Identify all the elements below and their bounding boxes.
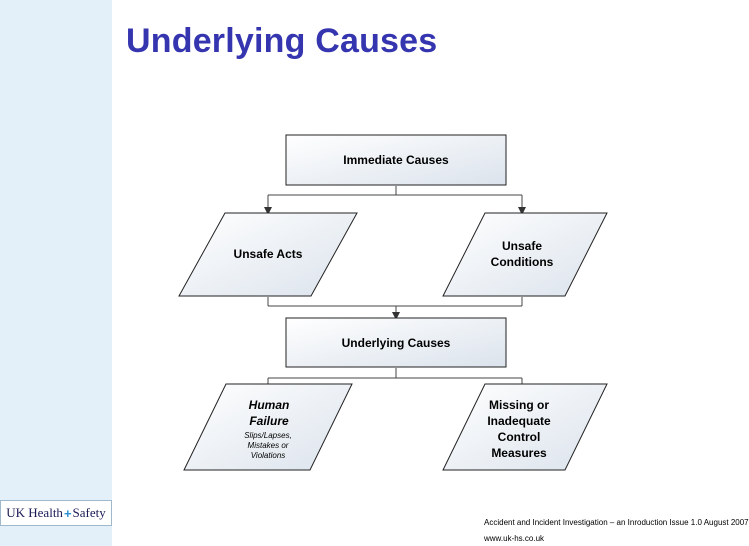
missing-controls-label-1: Missing or: [489, 398, 549, 412]
human-failure-title-2: Failure: [249, 414, 289, 428]
uk-health-safety-logo: UK Health+Safety: [0, 500, 112, 526]
missing-controls-parallelogram: [442, 383, 608, 471]
human-failure-detail-3: Violations: [251, 451, 286, 460]
logo-text-left: UK Health: [6, 505, 63, 520]
footer-website: www.uk-hs.co.uk: [484, 534, 545, 543]
underlying-causes-box: [285, 317, 507, 368]
footer-document-title: Accident and Incident Investigation – an…: [484, 518, 749, 527]
immediate-causes-box: [285, 134, 507, 186]
missing-controls-label-4: Measures: [491, 446, 547, 460]
logo-plus-icon: +: [63, 505, 72, 521]
logo-text-right: Safety: [72, 505, 106, 520]
missing-controls-label-2: Inadequate: [487, 414, 551, 428]
immediate-causes-label: Immediate Causes: [343, 153, 449, 167]
cause-diagram: Immediate Causes Unsafe Acts Unsafe Cond…: [178, 134, 608, 471]
slide-title: Underlying Causes: [126, 22, 438, 60]
unsafe-conditions-label-1: Unsafe: [502, 239, 542, 253]
unsafe-conditions-label-2: Conditions: [491, 255, 554, 269]
unsafe-acts-label: Unsafe Acts: [234, 247, 303, 261]
unsafe-conditions-parallelogram: [442, 212, 608, 297]
human-failure-title-1: Human: [249, 398, 290, 412]
human-failure-parallelogram: [183, 383, 353, 471]
human-failure-detail-1: Slips/Lapses,: [244, 431, 292, 440]
human-failure-detail-2: Mistakes or: [248, 441, 289, 450]
connectors: [264, 186, 526, 384]
underlying-causes-label: Underlying Causes: [342, 336, 451, 350]
unsafe-acts-parallelogram: [178, 212, 358, 297]
side-strip: [0, 0, 112, 546]
missing-controls-label-3: Control: [498, 430, 541, 444]
